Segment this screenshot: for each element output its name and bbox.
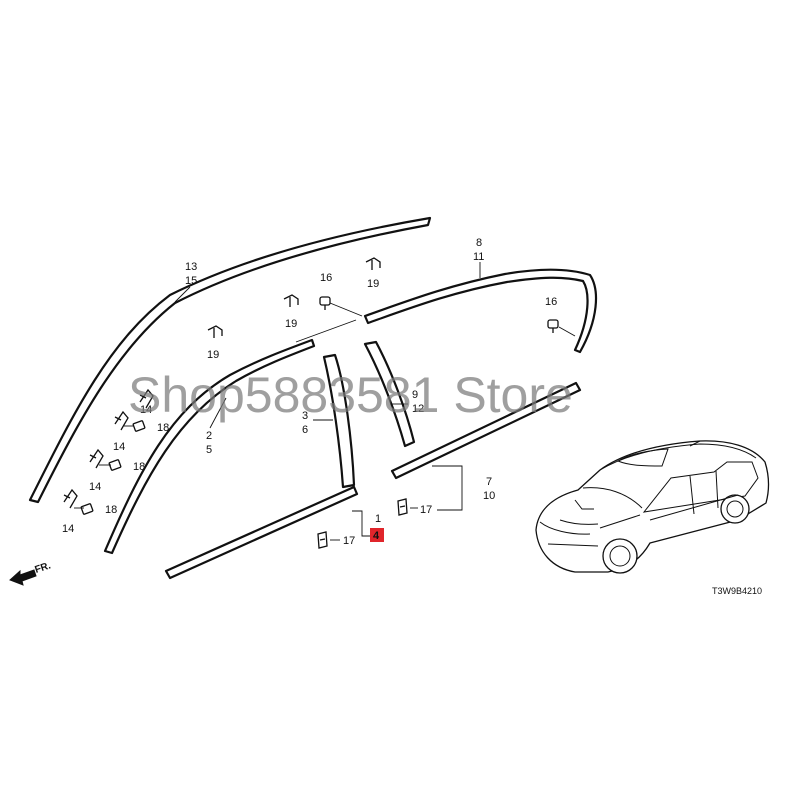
part-code: T3W9B4210 <box>712 586 762 596</box>
label-14c: 14 <box>89 481 101 493</box>
rear-door-upper-molding <box>363 268 598 354</box>
leader-13-15 <box>174 286 191 303</box>
label-1: 1 <box>375 513 381 525</box>
label-10: 10 <box>483 490 495 502</box>
clip-19-b <box>283 294 299 307</box>
leader-16b <box>558 326 576 337</box>
label-17a: 17 <box>343 535 355 547</box>
watermark-text: Shop5883581 Store <box>128 367 573 423</box>
label-14a: 14 <box>140 404 152 416</box>
clip-14-b <box>114 410 129 431</box>
clip-18-b <box>108 459 122 471</box>
leader-7-10 <box>432 465 463 511</box>
leader-2-5 <box>209 397 227 429</box>
rear-door-belt-molding <box>390 381 582 480</box>
clip-14-c <box>89 448 104 469</box>
leader-roof-joint <box>295 319 357 343</box>
front-pillar-garnish <box>322 353 356 489</box>
label-14b: 14 <box>113 441 125 453</box>
leader-16a <box>329 302 363 317</box>
front-door-belt-molding <box>164 485 359 580</box>
label-18a: 18 <box>157 422 169 434</box>
label-19a: 19 <box>207 349 219 361</box>
clip-17-rear <box>397 498 408 516</box>
front-arrow-icon <box>9 569 37 586</box>
label-11: 11 <box>473 251 484 263</box>
label-4: 4 <box>373 530 380 542</box>
clip-16-rear <box>547 319 559 333</box>
label-16a: 16 <box>320 272 332 284</box>
label-19b: 19 <box>285 318 297 330</box>
label-8: 8 <box>476 237 482 249</box>
clip-16-front <box>319 296 331 310</box>
label-13: 13 <box>185 261 197 273</box>
label-5: 5 <box>206 444 212 456</box>
label-19c: 19 <box>367 278 379 290</box>
clip-14-a <box>139 388 154 409</box>
roof-molding <box>28 216 432 504</box>
clip-18-c <box>80 503 94 515</box>
label-18b: 18 <box>133 461 145 473</box>
clip-18-a <box>132 420 146 432</box>
clip-17-front <box>317 531 328 549</box>
part-4-highlight <box>370 528 384 542</box>
label-15: 15 <box>185 275 197 287</box>
label-3: 3 <box>302 410 308 422</box>
clip-19-a <box>207 325 223 338</box>
front-door-upper-molding <box>103 338 316 555</box>
label-16b: 16 <box>545 296 557 308</box>
label-12: 12 <box>412 403 424 415</box>
leader-1-4 <box>352 510 372 537</box>
label-9: 9 <box>412 389 418 401</box>
label-7: 7 <box>486 476 492 488</box>
rear-pillar-garnish <box>363 340 416 448</box>
clip-14-d <box>63 488 78 509</box>
label-6: 6 <box>302 424 308 436</box>
label-14d: 14 <box>62 523 74 535</box>
label-18c: 18 <box>105 504 117 516</box>
label-17b: 17 <box>420 504 432 516</box>
clip-19-c <box>365 257 381 270</box>
sedan-illustration <box>535 440 770 574</box>
front-marker: FR. <box>34 560 53 576</box>
label-2: 2 <box>206 430 212 442</box>
